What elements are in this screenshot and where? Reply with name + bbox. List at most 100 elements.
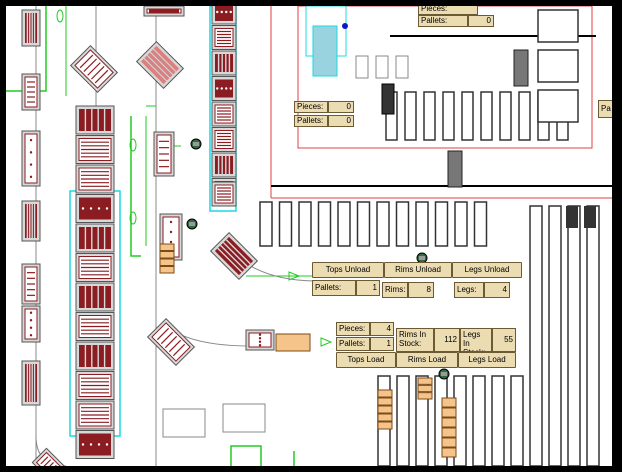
mid-pieces-value: 0 xyxy=(328,101,354,113)
green-ring-2 xyxy=(129,211,137,225)
storage-slot xyxy=(480,91,493,141)
top-rack xyxy=(143,6,185,17)
legs-stock-value: 55 xyxy=(492,328,516,352)
queue-rack-2 xyxy=(75,135,115,164)
top-pallets-label: Pallets: xyxy=(418,15,468,27)
machine-block-3 xyxy=(584,206,596,228)
unload-legs-value: 4 xyxy=(484,282,510,298)
empty-area-1 xyxy=(162,408,206,438)
storage-slot xyxy=(376,201,390,247)
upper-queue-rack-6 xyxy=(211,127,237,152)
right-edge-label: Pa xyxy=(598,100,612,118)
machine-block-2 xyxy=(566,206,578,228)
bay xyxy=(537,89,579,123)
pallet-stack xyxy=(159,243,175,274)
storage-column xyxy=(529,205,543,466)
simulation-view[interactable]: Pieces: Pallets: 0 Pieces: 0 Pallets: 0 … xyxy=(6,6,612,466)
rotated-rack-5 xyxy=(31,447,69,466)
worker-icon xyxy=(438,368,450,380)
green-ring-1 xyxy=(129,138,137,152)
left-rack-4 xyxy=(21,200,41,242)
queue-rack-7 xyxy=(75,282,115,312)
worker-icon xyxy=(186,218,198,230)
unload-pallets-label: Pallets: xyxy=(312,280,356,296)
mid-pallets-value: 0 xyxy=(328,115,354,127)
storage-slot xyxy=(461,91,474,141)
factory-layout xyxy=(6,6,612,466)
forklift-dock xyxy=(513,49,529,87)
storage-slot xyxy=(473,201,488,247)
worker-icon xyxy=(416,252,428,264)
unload-rims-value: 8 xyxy=(408,282,434,298)
unload-rims-label: Rims: xyxy=(382,282,408,298)
rims-stock-value: 112 xyxy=(434,328,460,352)
storage-slot xyxy=(415,201,429,247)
rims-load-button[interactable]: Rims Load xyxy=(396,352,458,368)
queue-rack-1 xyxy=(75,105,115,135)
storage-slot xyxy=(518,91,531,141)
upper-queue-rack-4 xyxy=(211,76,237,101)
dock-slot xyxy=(355,55,369,79)
green-conveyor-left xyxy=(6,6,47,92)
rotated-rack-4 xyxy=(146,317,196,367)
dock-slot xyxy=(375,55,389,79)
rims-stock-label: Rims In Stock: xyxy=(396,328,434,352)
queue-rack-12 xyxy=(75,430,115,459)
bay xyxy=(537,9,579,43)
tops-load-button[interactable]: Tops Load xyxy=(336,352,396,368)
station-rack-3 xyxy=(245,329,275,351)
storage-slot xyxy=(404,91,417,141)
queue-rack-5 xyxy=(75,223,115,253)
storage-slot xyxy=(442,91,455,141)
dock-slot xyxy=(395,55,409,79)
rotated-rack-3 xyxy=(209,231,259,281)
green-arrow-2 xyxy=(320,337,333,347)
queue-rack-6 xyxy=(75,253,115,282)
green-arrow-1 xyxy=(288,271,301,281)
storage-slot xyxy=(356,201,371,247)
legs-unload-button[interactable]: Legs Unload xyxy=(452,262,522,278)
queue-rack-3 xyxy=(75,164,115,194)
storage-column xyxy=(567,205,581,466)
storage-slot xyxy=(396,375,410,466)
queue-rack-11 xyxy=(75,400,115,430)
unload-pallets-value: 1 xyxy=(356,280,380,296)
upper-queue-rack-7 xyxy=(211,152,237,178)
left-rack-7 xyxy=(21,360,41,406)
load-pieces-label: Pieces: xyxy=(336,322,370,336)
storage-column xyxy=(586,205,600,466)
storage-slot xyxy=(434,201,449,247)
left-rack-6 xyxy=(21,305,41,343)
pallet-stack xyxy=(377,389,393,430)
storage-slot xyxy=(499,91,512,141)
legs-stock-label: Legs In Stock: xyxy=(460,328,492,352)
machine-block xyxy=(381,83,395,115)
station-rack xyxy=(153,131,175,177)
rack-group xyxy=(21,6,600,466)
storage-slot xyxy=(510,375,524,466)
pallet-stack xyxy=(417,377,433,400)
rims-unload-button[interactable]: Rims Unload xyxy=(384,262,452,278)
upper-queue-rack-5 xyxy=(211,101,237,127)
storage-slot xyxy=(423,91,436,141)
bay xyxy=(537,49,579,83)
legs-load-button[interactable]: Legs Load xyxy=(458,352,516,368)
green-ring-3 xyxy=(56,9,64,23)
mid-pieces-label: Pieces: xyxy=(294,101,328,113)
top-pieces-label: Pieces: xyxy=(418,6,478,15)
forklift-dock-2 xyxy=(447,150,463,188)
storage-slot xyxy=(395,201,410,247)
tops-unload-button[interactable]: Tops Unload xyxy=(312,262,384,278)
upper-queue-rack-9 xyxy=(211,181,237,207)
unload-legs-label: Legs: xyxy=(454,282,484,298)
rotated-rack-2 xyxy=(135,40,185,90)
pallet-stack xyxy=(275,333,311,352)
storage-slot xyxy=(298,201,312,247)
rotated-rack-1 xyxy=(69,44,119,94)
storage-slot xyxy=(491,375,505,466)
left-rack-2 xyxy=(21,73,41,111)
receiving-area-outline xyxy=(297,6,593,149)
storage-slot xyxy=(472,375,486,466)
green-bracket-b xyxy=(130,116,141,257)
